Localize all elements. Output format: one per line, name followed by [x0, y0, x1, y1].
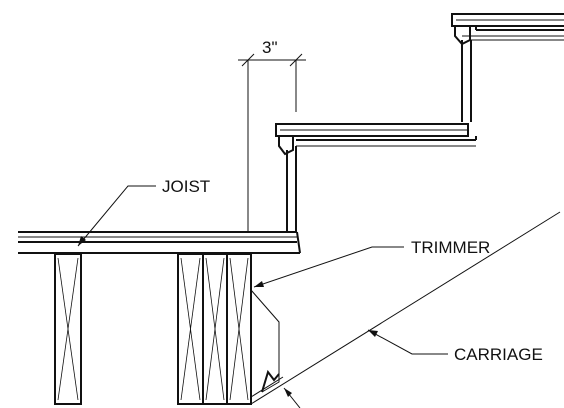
joist-callout: JOIST [77, 177, 210, 247]
floor-subfloor [18, 231, 301, 254]
joist-section [54, 253, 82, 405]
dimension-label: 3" [262, 38, 278, 57]
bottom-pointer [283, 387, 301, 408]
joist-label: JOIST [162, 177, 210, 196]
upper-tread [451, 13, 564, 122]
trimmer-stack [177, 253, 252, 405]
dimension-3in: 3" [238, 38, 306, 232]
middle-tread [275, 123, 477, 232]
trimmer-callout: TRIMMER [253, 238, 490, 288]
trimmer-label: TRIMMER [411, 238, 490, 257]
carriage-callout: CARRIAGE [367, 329, 543, 364]
stair-hanger [250, 211, 561, 405]
carriage-label: CARRIAGE [454, 345, 543, 364]
